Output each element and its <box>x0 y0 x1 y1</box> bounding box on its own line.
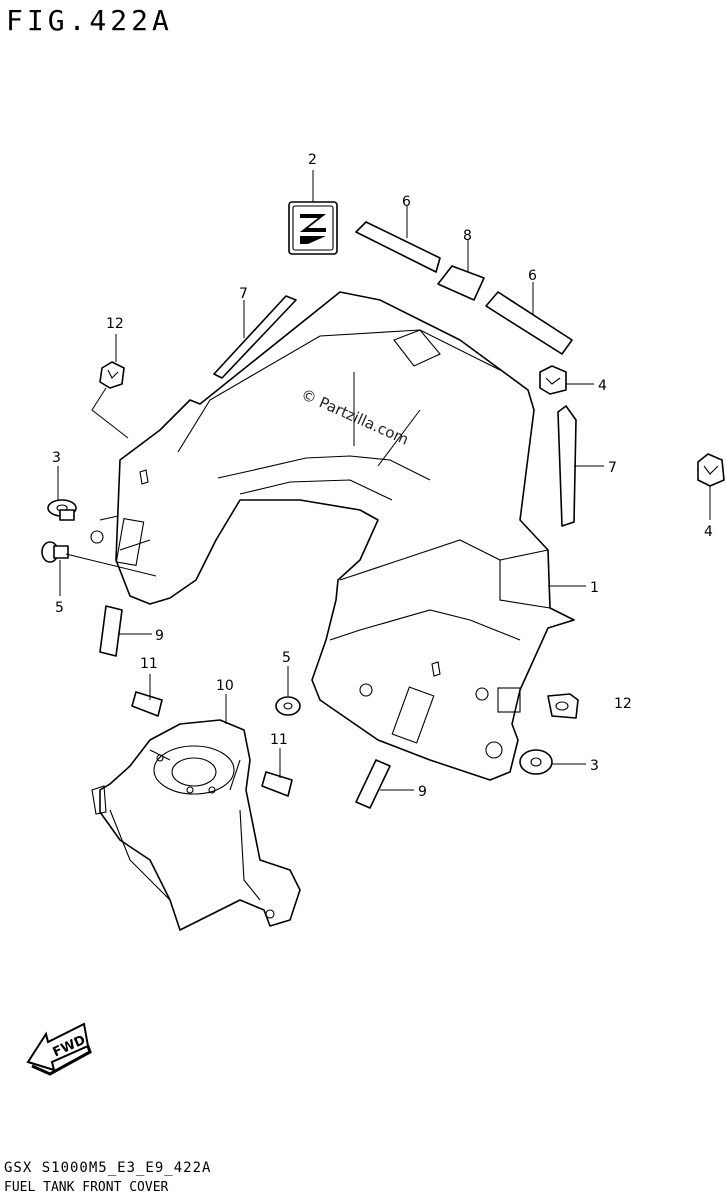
part-bolt-5b[interactable] <box>275 696 301 716</box>
part-pad-9a[interactable] <box>99 605 123 657</box>
callout-7b: 7 <box>608 460 617 476</box>
part-cushion-6b[interactable] <box>485 291 573 355</box>
callout-9a: 9 <box>155 628 164 644</box>
suzuki-emblem-icon <box>300 214 326 244</box>
part-lower-cover-10[interactable] <box>91 719 301 931</box>
callout-6a: 6 <box>402 194 411 210</box>
callout-4b: 4 <box>704 524 713 540</box>
part-grommet-3b[interactable] <box>519 749 553 775</box>
part-clip-4b[interactable] <box>697 453 725 487</box>
callout-9b: 9 <box>418 784 427 800</box>
part-seal-strip-7a[interactable] <box>213 295 297 379</box>
callout-5b: 5 <box>282 650 291 666</box>
part-cushion-6a[interactable] <box>355 221 441 273</box>
fwd-arrow-icon: FWD <box>26 1022 92 1076</box>
part-seal-strip-7b[interactable] <box>557 405 577 527</box>
leader-12a-part <box>91 387 129 439</box>
callout-11a: 11 <box>140 656 158 672</box>
figure-caption: FUEL TANK FRONT COVER <box>4 1180 169 1195</box>
part-cushion-8[interactable] <box>437 265 485 301</box>
callout-3a: 3 <box>52 450 61 466</box>
part-emblem[interactable] <box>288 201 338 255</box>
callout-2: 2 <box>308 152 317 168</box>
callout-10: 10 <box>216 678 234 694</box>
part-pad-11b[interactable] <box>261 771 293 797</box>
part-grommet-3a[interactable] <box>47 499 77 521</box>
callout-12a: 12 <box>106 316 124 332</box>
part-pad-9b[interactable] <box>355 759 391 809</box>
drawing-code: GSX S1000M5_E3_E9_422A <box>4 1160 212 1176</box>
callout-11b: 11 <box>270 732 288 748</box>
callout-4a: 4 <box>598 378 607 394</box>
callout-7a: 7 <box>239 286 248 302</box>
part-clip-4a[interactable] <box>539 365 567 395</box>
part-clip-12a[interactable] <box>99 361 125 389</box>
callout-12b: 12 <box>614 696 632 712</box>
part-front-cover-main[interactable] <box>90 291 575 781</box>
callout-6b: 6 <box>528 268 537 284</box>
callout-3b: 3 <box>590 758 599 774</box>
part-bolt-5a[interactable] <box>41 541 69 563</box>
callout-5a: 5 <box>55 600 64 616</box>
leader-watermark-b <box>377 409 421 467</box>
part-clip-12b[interactable] <box>547 693 579 719</box>
callout-1: 1 <box>590 580 599 596</box>
callout-8: 8 <box>463 228 472 244</box>
leader-5a-target <box>65 553 157 577</box>
part-pad-11a[interactable] <box>131 691 163 717</box>
figure-title: FIG.422A <box>6 4 173 37</box>
